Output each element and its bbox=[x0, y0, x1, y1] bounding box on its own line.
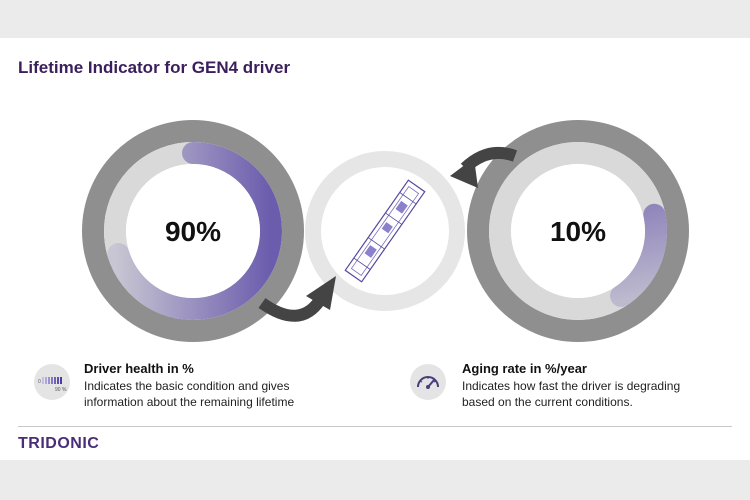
slide-title: Lifetime Indicator for GEN4 driver bbox=[18, 58, 291, 77]
brand-logo: TRIDONIC bbox=[18, 435, 100, 452]
health-gauge-center bbox=[126, 164, 260, 298]
aging-desc-line2: based on the current conditions. bbox=[462, 395, 633, 409]
aging-gauge-fill bbox=[489, 142, 667, 320]
aging-desc-title: Aging rate in %/year bbox=[462, 361, 587, 376]
battery-level-icon: 0 90 % bbox=[34, 364, 70, 400]
lifecycle-graphic bbox=[82, 120, 689, 342]
aging-desc-line1: Indicates how fast the driver is degradi… bbox=[462, 379, 681, 393]
health-gauge-fill bbox=[104, 142, 282, 320]
health-desc-line2: information about the remaining lifetime bbox=[84, 395, 295, 409]
slide: Lifetime Indicator for GEN4 driver bbox=[0, 38, 750, 460]
battery-scale-min: 0 bbox=[38, 379, 41, 385]
led-driver-device bbox=[344, 179, 426, 283]
battery-label: 90 % bbox=[55, 387, 67, 393]
arrow-from-aging-icon bbox=[450, 147, 518, 188]
aging-gauge-outer-ring bbox=[467, 120, 689, 342]
health-desc-title: Driver health in % bbox=[84, 361, 194, 376]
health-desc-line1: Indicates the basic condition and gives bbox=[84, 379, 290, 393]
health-gauge-outer-ring bbox=[82, 120, 304, 342]
aging-gauge bbox=[467, 120, 689, 342]
aging-gauge-center bbox=[511, 164, 645, 298]
speedometer-icon bbox=[410, 364, 446, 400]
health-gauge bbox=[82, 120, 304, 342]
health-percent: 90% bbox=[164, 216, 222, 247]
aging-percent: 10% bbox=[549, 216, 607, 247]
arrow-to-device-icon bbox=[258, 276, 336, 322]
footer-divider bbox=[18, 426, 732, 427]
device-ring bbox=[305, 151, 465, 311]
